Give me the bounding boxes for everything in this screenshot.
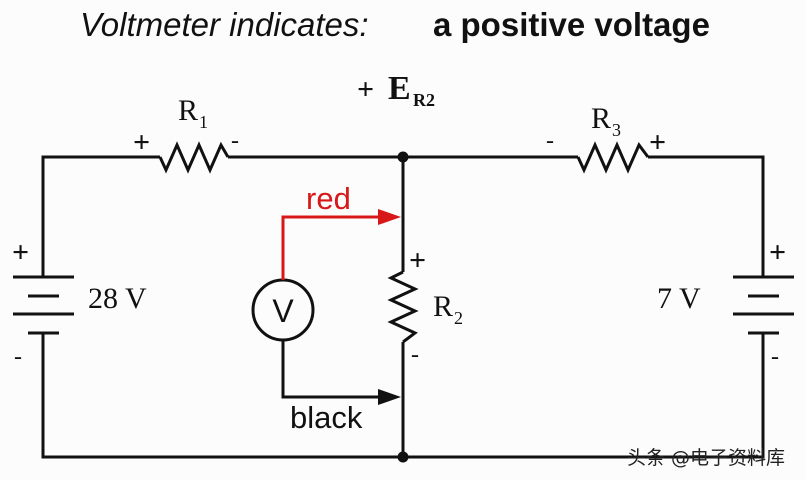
- r3-right-polarity: +: [649, 126, 666, 159]
- junction-dot-bottom: [397, 451, 409, 463]
- junction-dot-top: [397, 151, 409, 163]
- wire-top-left: [41, 155, 160, 277]
- measured-sign: +: [357, 73, 374, 106]
- r2-bottom-polarity: -: [411, 342, 419, 368]
- r3-letter: R: [591, 102, 611, 135]
- battery-7v: 7 V + -: [657, 236, 794, 370]
- battery-28v: 28 V + -: [12, 236, 147, 370]
- measured-voltage-label: + E R2: [357, 70, 435, 110]
- watermark: 头条 @电子资料库: [627, 447, 785, 469]
- red-probe-arrow-icon: [378, 209, 401, 225]
- red-probe-lead: [281, 215, 384, 280]
- battery-right-top-polarity: +: [769, 236, 786, 269]
- voltmeter: V: [251, 278, 315, 342]
- r3-subscript: 3: [612, 120, 621, 140]
- r2-top-polarity: +: [409, 244, 426, 277]
- r1-letter: R: [178, 94, 198, 127]
- title-value: a positive voltage: [433, 6, 710, 43]
- black-probe-lead: [281, 340, 384, 399]
- resistor-r3: R 3 - +: [546, 102, 666, 174]
- battery-left-bottom-polarity: -: [14, 344, 22, 370]
- r3-left-polarity: -: [546, 128, 554, 154]
- battery-left-top-polarity: +: [12, 236, 29, 269]
- battery-right-voltage: 7 V: [657, 282, 701, 315]
- measured-symbol: E: [388, 70, 411, 107]
- measured-subscript: R2: [413, 90, 435, 110]
- r2-letter: R: [433, 290, 453, 323]
- red-probe-label: red: [306, 181, 351, 216]
- resistor-r1: R 1 + -: [133, 94, 239, 174]
- battery-left-voltage: 28 V: [88, 282, 147, 315]
- black-probe-arrow-icon: [378, 389, 401, 405]
- resistor-r3-symbol: [576, 141, 650, 174]
- black-probe-label: black: [290, 400, 363, 435]
- wire-top-right: [648, 155, 765, 277]
- resistor-r2: R 2 + -: [387, 244, 463, 368]
- red-probe: red: [281, 181, 401, 280]
- r1-right-polarity: -: [231, 128, 239, 154]
- battery-right-bottom-polarity: -: [771, 344, 779, 370]
- black-probe: black: [281, 340, 401, 435]
- resistor-r2-symbol: [387, 270, 419, 344]
- title-prefix: Voltmeter indicates:: [80, 6, 369, 43]
- r1-subscript: 1: [199, 112, 208, 132]
- r2-subscript: 2: [454, 308, 463, 328]
- voltmeter-symbol: V: [272, 293, 294, 329]
- r1-left-polarity: +: [133, 126, 150, 159]
- resistor-r1-symbol: [158, 141, 230, 174]
